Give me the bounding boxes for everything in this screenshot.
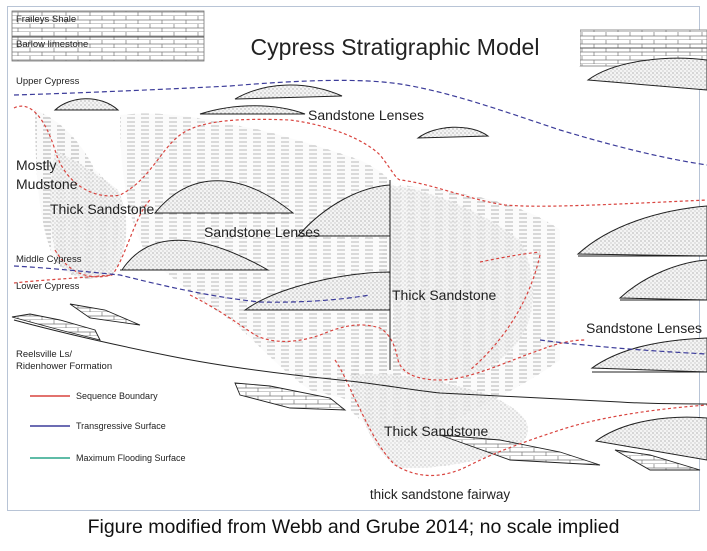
sandstone-lenses <box>53 57 707 461</box>
sequence-boundaries <box>13 105 707 477</box>
diagram-title: Cypress Stratigraphic Model <box>251 34 540 60</box>
label-mudstone: Mudstone <box>16 176 78 192</box>
label-middle-cypress: Middle Cypress <box>16 254 82 265</box>
label-thick-sandstone-bottom: Thick Sandstone <box>384 423 488 439</box>
label-reelsville-line1: Reelsville Ls/ <box>16 349 72 360</box>
label-thick-sandstone-left: Thick Sandstone <box>50 201 154 217</box>
legend: Sequence Boundary Transgressive Surface … <box>30 391 186 463</box>
label-barlow-limestone: Barlow limestone <box>16 39 88 50</box>
legend-label-max-flooding-surface: Maximum Flooding Surface <box>76 453 186 463</box>
title-box <box>210 28 580 66</box>
label-fraileys-shale: Fraileys Shale <box>16 14 76 25</box>
label-mostly: Mostly <box>16 157 56 173</box>
figure-caption: Figure modified from Webb and Grube 2014… <box>87 516 620 538</box>
label-lower-cypress: Lower Cypress <box>16 281 80 292</box>
label-sandstone-lenses-mid: Sandstone Lenses <box>204 224 320 240</box>
fairway-label: thick sandstone fairway <box>370 487 511 502</box>
legend-label-sequence-boundary: Sequence Boundary <box>76 391 158 401</box>
bounding-surfaces <box>13 180 707 405</box>
legend-label-transgressive-surface: Transgressive Surface <box>76 421 166 431</box>
label-thick-sandstone-center: Thick Sandstone <box>392 287 496 303</box>
label-sandstone-lenses-right: Sandstone Lenses <box>586 320 702 336</box>
limestone-tongues <box>11 303 701 471</box>
label-sandstone-lenses-top: Sandstone Lenses <box>308 107 424 123</box>
transgressive-surfaces <box>13 79 707 355</box>
label-upper-cypress: Upper Cypress <box>16 76 80 87</box>
label-reelsville-line2: Ridenhower Formation <box>16 361 112 372</box>
